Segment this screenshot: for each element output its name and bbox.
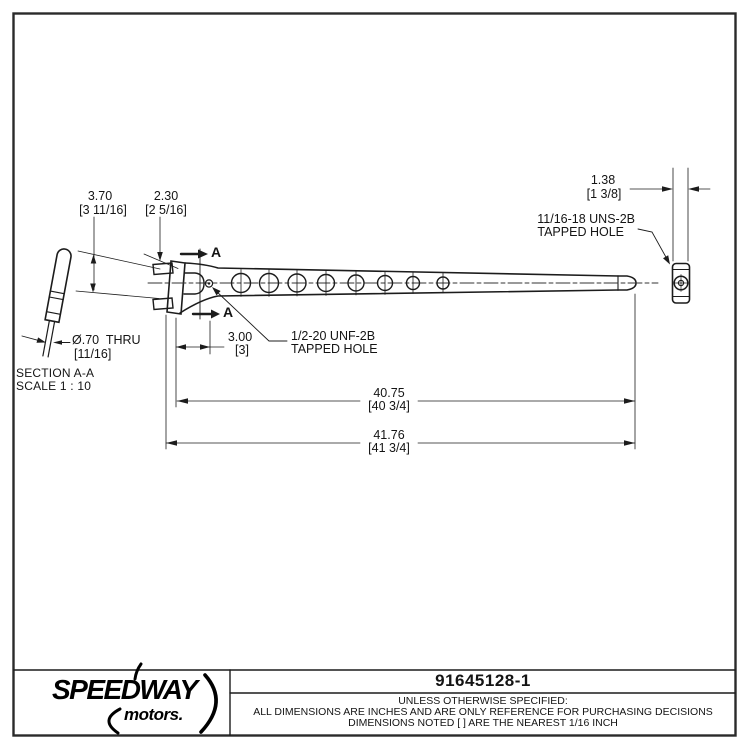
section-marker-top: A — [211, 244, 222, 260]
section-scale: SCALE 1 : 10 — [16, 379, 92, 393]
dim-300-lines — [175, 344, 225, 350]
dim-230-fraction: [2 5/16] — [145, 203, 187, 217]
dim-138-lines — [629, 167, 711, 262]
dim-138-fraction: [1 3/8] — [586, 187, 622, 201]
logo-top-tick — [133, 662, 143, 681]
clevis-prong-bottom — [152, 297, 174, 311]
logo-left-paren — [107, 707, 122, 735]
note-line-1: UNLESS OTHERWISE SPECIFIED: — [398, 695, 568, 707]
dim-4075-decimal: 40.75 — [373, 386, 405, 400]
logo-right-paren — [199, 673, 218, 734]
callout-clevis-line2: TAPPED HOLE — [291, 342, 378, 356]
dim-4176-decimal: 41.76 — [373, 428, 405, 442]
sheet-border — [12, 12, 737, 737]
clevis-tapped-hole — [204, 279, 214, 288]
dim-4176-lines — [165, 440, 636, 446]
callout-end-line1: 11/16-18 UNS-2B — [537, 212, 635, 226]
dim-4075-fraction: [40 3/4] — [368, 399, 410, 413]
arm-holes — [230, 269, 450, 297]
dim-370-230-lines — [75, 216, 179, 299]
dim-138-decimal: 1.38 — [590, 173, 616, 187]
callout-end-line2: TAPPED HOLE — [537, 225, 624, 239]
section-title: SECTION A-A — [16, 366, 95, 380]
clevis-plate — [166, 260, 186, 315]
dim-hole-fraction: [11/16] — [74, 347, 112, 361]
section-cut-line — [179, 248, 220, 320]
section-view — [42, 248, 72, 358]
dim-4176-fraction: [41 3/4] — [368, 441, 410, 455]
part-number: 91645128-1 — [435, 671, 531, 690]
dim-4075-lines — [176, 398, 636, 404]
dim-370-fraction: [3 11/16] — [79, 203, 127, 217]
leader-clevis-tap — [212, 287, 288, 342]
dim-370-decimal: 3.70 — [87, 189, 113, 203]
section-marker-bottom: A — [223, 304, 234, 320]
note-line-3: DIMENSIONS NOTED [ ] ARE THE NEAREST 1/1… — [348, 717, 618, 729]
extension-lines — [165, 293, 636, 450]
note-line-2: ALL DIMENSIONS ARE INCHES AND ARE ONLY R… — [253, 706, 713, 718]
clevis-slot — [183, 272, 205, 295]
logo-brand-text: SPEEDWAY — [52, 674, 198, 705]
dim-300-decimal: 3.00 — [227, 330, 253, 344]
callout-clevis-line1: 1/2-20 UNF-2B — [291, 329, 376, 343]
dim-hole-lines — [21, 335, 71, 345]
dim-230-decimal: 2.30 — [153, 189, 179, 203]
arm-outline — [152, 260, 637, 315]
dim-hole-decimal: Ø.70 THRU — [72, 333, 141, 347]
dim-300-fraction: [3] — [235, 343, 249, 357]
logo-sub-text: motors. — [124, 705, 183, 724]
end-view — [671, 262, 691, 304]
speedway-logo-marks — [107, 662, 218, 735]
leader-end-tap — [637, 228, 670, 265]
title-block-lines — [13, 669, 736, 736]
